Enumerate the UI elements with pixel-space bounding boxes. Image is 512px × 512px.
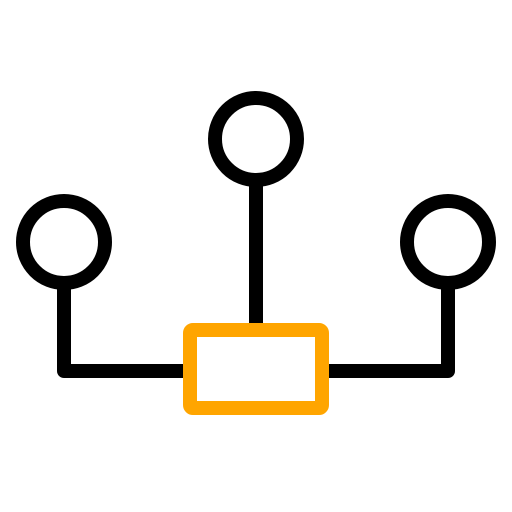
right-node-circle: [400, 194, 496, 290]
top-node-circle: [208, 91, 304, 187]
left-node-circle: [16, 194, 112, 290]
hub-box: [183, 323, 329, 415]
left-connector-line: [57, 277, 197, 378]
right-connector-line: [315, 277, 455, 378]
